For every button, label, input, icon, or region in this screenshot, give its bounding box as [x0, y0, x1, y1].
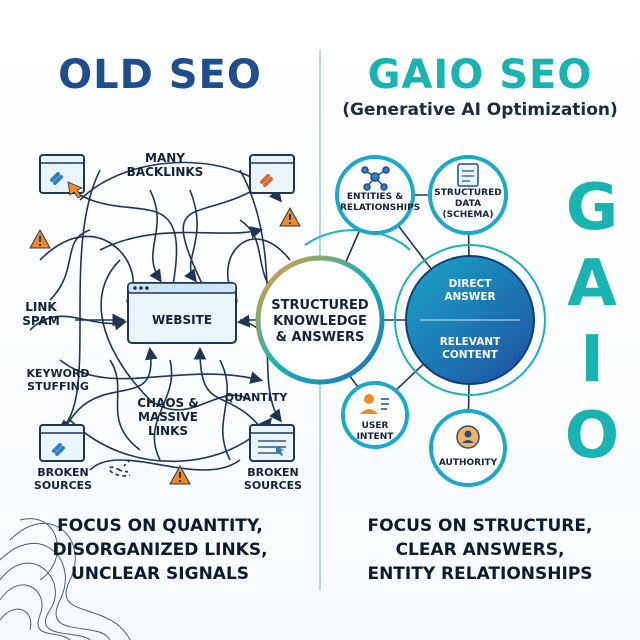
node-structured-data	[428, 155, 508, 235]
user-intent-label: USER INTENT	[356, 421, 394, 442]
core-outer-ring	[394, 244, 546, 396]
document-icon	[457, 163, 479, 187]
cursor-icon	[67, 181, 84, 199]
link-icon	[50, 172, 63, 185]
old-seo-title: OLD SEO	[58, 52, 262, 98]
website-label: WEBSITE	[151, 313, 213, 327]
browser-window-icon	[249, 154, 295, 194]
person-icon	[360, 394, 389, 414]
old-seo-caption: FOCUS ON QUANTITY, DISORGANIZED LINKS, U…	[52, 516, 268, 584]
node-user-intent	[341, 381, 409, 449]
gaio-subtitle: (Generative AI Optimization)	[342, 100, 618, 120]
authority-label: AUTHORITY	[438, 458, 498, 468]
core-circle	[405, 255, 535, 385]
letter-i: I	[580, 323, 604, 397]
broken-sources-right-label: BROKEN SOURCES	[243, 466, 303, 492]
warning-icon	[29, 228, 51, 249]
chaos-label: CHAOS & MASSIVE LINKS	[137, 396, 199, 438]
link-icon	[52, 443, 65, 456]
scribble-decoration	[0, 518, 131, 640]
browser-window-icon	[39, 154, 85, 199]
badge-icon	[456, 425, 480, 449]
network-icon	[361, 166, 390, 191]
gaio-seo-caption: FOCUS ON STRUCTURE, CLEAR ANSWERS, ENTIT…	[367, 516, 593, 584]
gaio-vertical-letters: G A I O	[552, 170, 632, 474]
gaio-seo-title: GAIO SEO	[367, 52, 593, 98]
website-box	[127, 282, 237, 344]
relevant-content-label: RELEVANT CONTENT	[439, 336, 501, 361]
browser-window-icon	[39, 424, 85, 462]
structured-data-label: STRUCTURED DATA (SCHEMA)	[434, 188, 502, 220]
warning-icon	[169, 464, 191, 485]
many-backlinks-label: MANY BACKLINKS	[126, 151, 204, 179]
link-spam-label: LINK SPAM	[22, 300, 60, 328]
broken-sources-left-label: BROKEN SOURCES	[33, 466, 93, 492]
keyword-stuffing-label: KEYWORD STUFFING	[26, 367, 90, 393]
link-icon	[260, 174, 273, 187]
hub-label: STRUCTURED KNOWLEDGE & ANSWERS	[271, 298, 369, 345]
entities-label: ENTITIES & RELATIONSHIPS	[340, 192, 421, 213]
quantity-label: QUANTITY	[224, 391, 288, 404]
direct-answer-label: DIRECT ANSWER	[444, 278, 496, 303]
knowledge-hub-circle	[255, 255, 385, 385]
letter-o: O	[564, 399, 620, 473]
node-entities	[335, 155, 415, 235]
letter-g: G	[565, 171, 619, 245]
browser-window-icon	[249, 424, 295, 462]
node-authority	[429, 409, 507, 487]
letter-a: A	[567, 247, 617, 321]
warning-icon	[279, 206, 301, 227]
